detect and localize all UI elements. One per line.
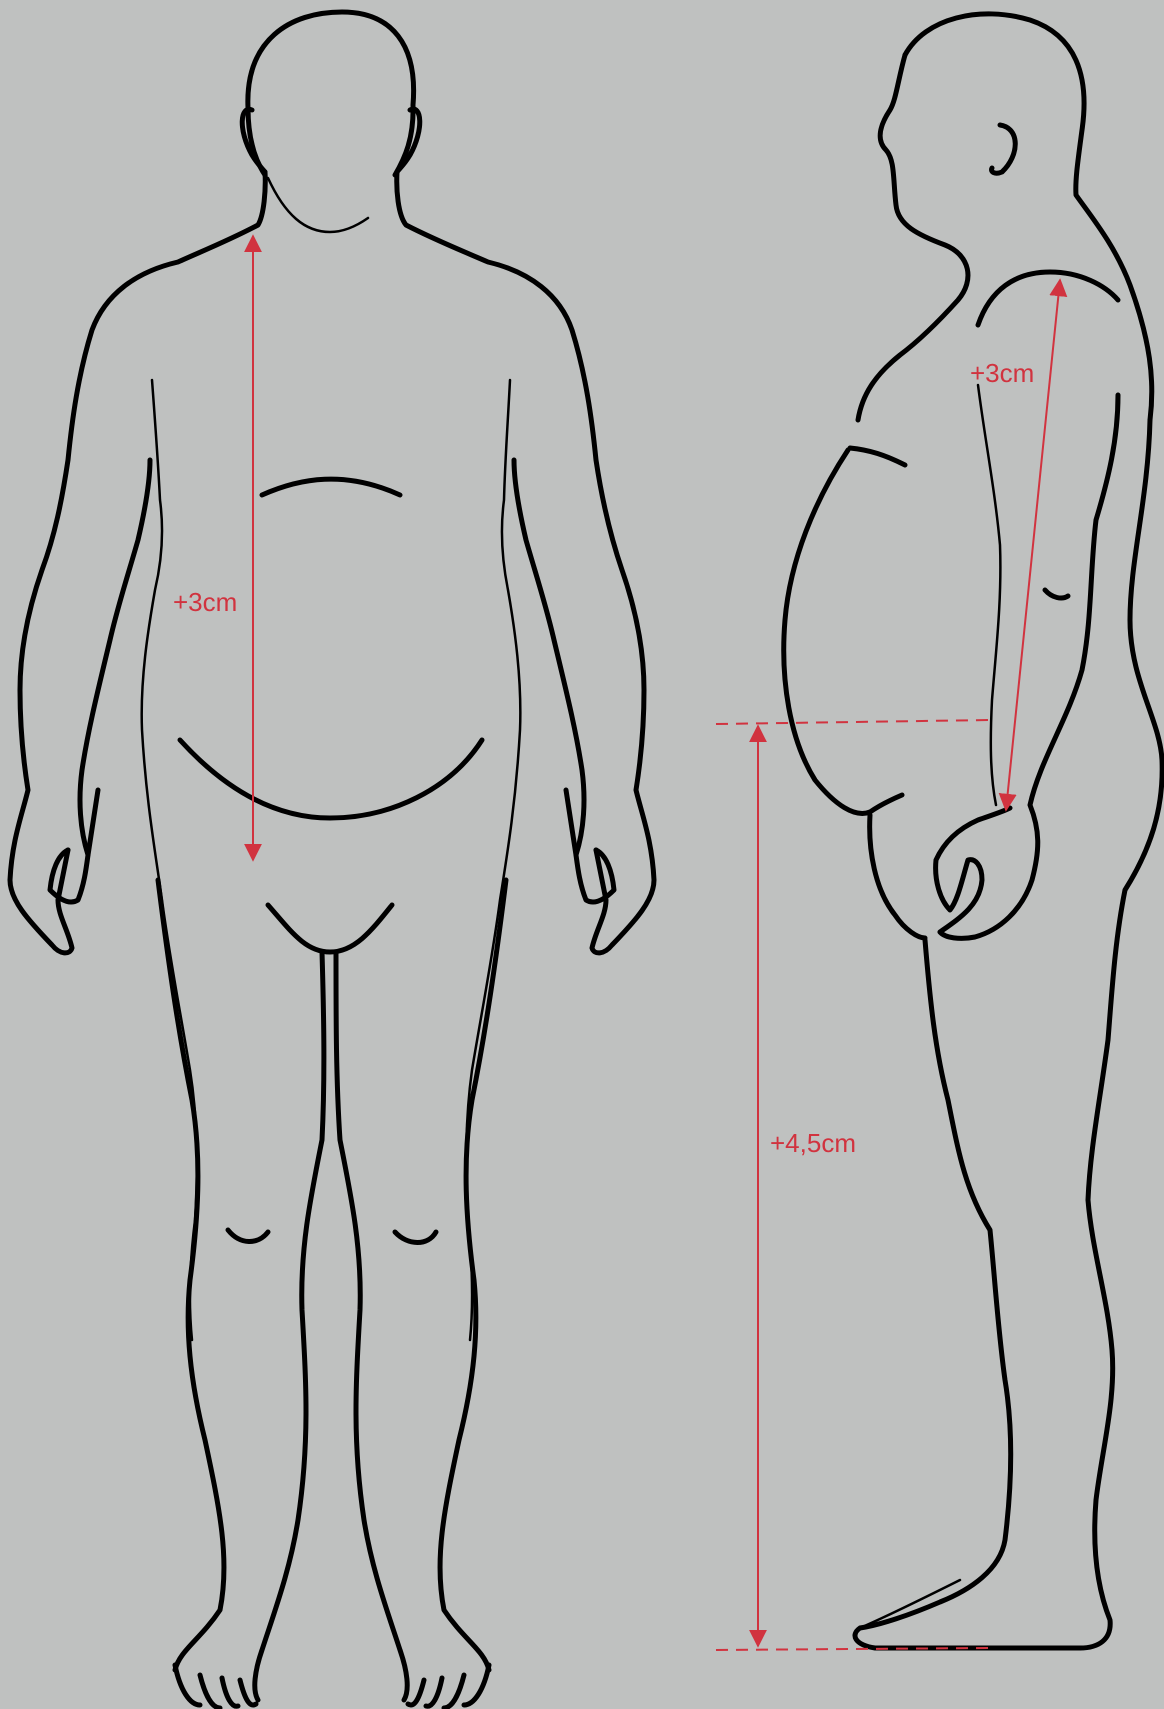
front-torso-measure-label: +3cm — [173, 587, 237, 618]
front-head-outline — [248, 12, 414, 175]
side-belly — [784, 450, 902, 813]
front-chest-line — [262, 479, 400, 495]
side-belly-dashed-guide — [716, 720, 990, 724]
side-chest-line — [850, 448, 905, 465]
front-arm-right-inner — [514, 460, 584, 855]
front-foot-right-toes — [408, 1665, 489, 1708]
side-heel-line — [860, 1580, 960, 1628]
front-knee-left — [228, 1230, 268, 1242]
side-underbelly — [870, 815, 925, 938]
side-hand — [936, 808, 1010, 932]
side-shoulder — [978, 272, 1118, 325]
front-groin — [268, 905, 392, 952]
front-leg-left-outer — [158, 880, 224, 1670]
front-leg-right-inner — [336, 952, 407, 1700]
front-body-right-outline — [397, 172, 654, 953]
front-armpit-right — [466, 380, 520, 1340]
side-ear — [992, 125, 1016, 173]
front-foot-left-toes — [175, 1665, 256, 1708]
side-arm-back — [940, 395, 1118, 938]
front-hand-right — [566, 790, 614, 902]
front-leg-right-outer — [440, 880, 506, 1670]
side-arm-front — [978, 385, 1000, 805]
front-arm-left-inner — [80, 460, 150, 855]
front-leg-left-inner — [255, 952, 324, 1700]
side-leg-front — [855, 940, 1080, 1648]
front-belly-line — [180, 740, 482, 818]
front-armpit-left — [142, 380, 197, 1340]
front-jaw — [268, 178, 368, 232]
side-face — [858, 55, 968, 420]
front-hand-left — [50, 790, 98, 902]
side-leg-measure-label: +4,5cm — [770, 1128, 856, 1159]
side-navel — [1045, 590, 1068, 598]
front-body-left-outline — [10, 172, 265, 953]
side-arm-measure-label: +3cm — [970, 358, 1034, 389]
side-figure-icon — [784, 14, 1162, 1648]
front-knee-right — [395, 1232, 436, 1243]
front-figure-icon — [10, 12, 654, 1708]
